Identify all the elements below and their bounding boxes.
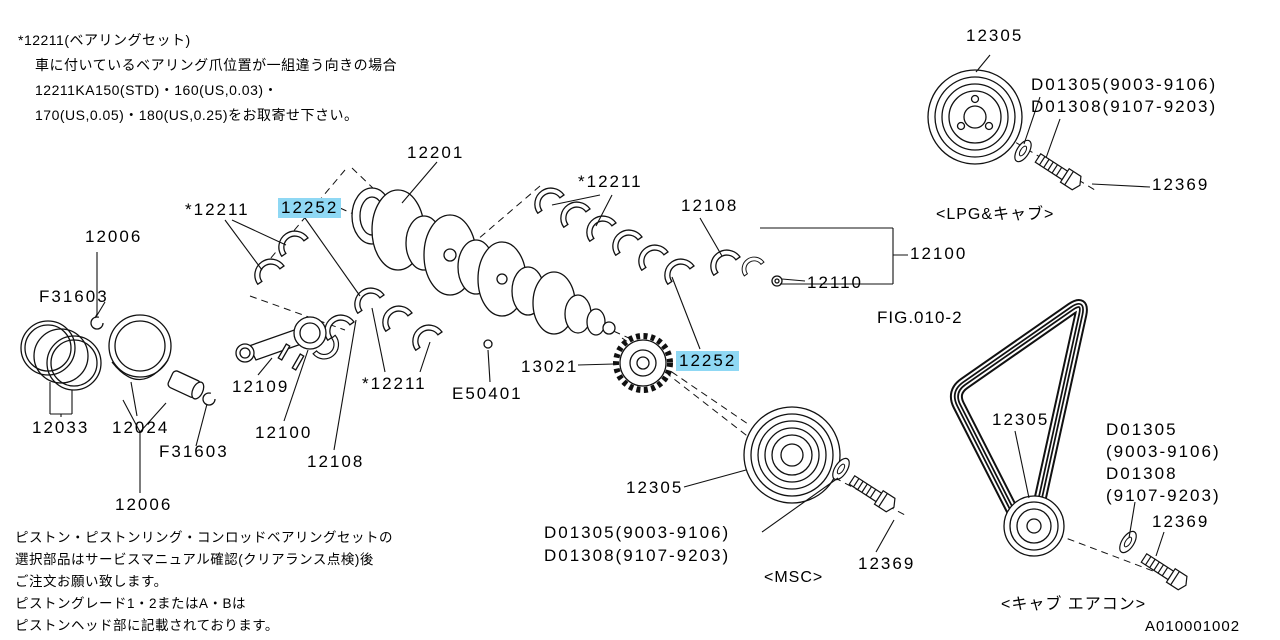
part-label-12100-lower[interactable]: 12100 <box>255 423 313 442</box>
belt-drawing <box>949 299 1191 593</box>
part-label-12006-top[interactable]: 12006 <box>85 227 143 246</box>
note-line: 12211KA150(STD)・160(US,0.03)・ <box>35 82 279 98</box>
part-label-f31603-upper[interactable]: F31603 <box>39 287 109 306</box>
note-line: ピストン・ピストンリング・コンロッドベアリングセットの <box>15 530 393 545</box>
part-label-d01305-right-col-range[interactable]: (9003-9106) <box>1106 442 1221 461</box>
caption-cab-aircon: <キャブ エアコン> <box>1001 596 1147 613</box>
part-label-12024[interactable]: 12024 <box>112 418 170 437</box>
part-label-12211-upper-right[interactable]: *12211 <box>578 172 643 191</box>
part-label-d01308-top-right[interactable]: D01308(9107-9203) <box>1031 97 1218 116</box>
piston-rings-drawing <box>20 320 102 391</box>
note-piston-set: ピストン・ピストンリング・コンロッドベアリングセットの 選択部品はサービスマニュ… <box>15 527 393 637</box>
connecting-rod-drawing <box>235 316 345 371</box>
part-label-12211-bottom[interactable]: *12211 <box>362 374 427 393</box>
plug-drawing <box>483 339 493 349</box>
figure-reference-link[interactable]: FIG.010-2 <box>877 308 963 327</box>
note-line: ピストングレード1・2またはA・Bは <box>15 596 247 611</box>
part-label-12006-bottom[interactable]: 12006 <box>115 495 173 514</box>
bearing-cap-drawing <box>736 251 783 287</box>
pulley-top-right-drawing <box>927 69 1085 193</box>
note-line: ご注文お願い致します。 <box>15 574 168 589</box>
part-label-12252-highlight-top[interactable]: 12252 <box>278 198 342 218</box>
crankshaft-drawing <box>351 187 616 336</box>
part-label-d01308-right-col[interactable]: D01308 <box>1106 464 1178 483</box>
leader-lines <box>49 54 1165 557</box>
part-label-12201[interactable]: 12201 <box>407 143 465 162</box>
note-line: *12211(ベアリングセット) <box>18 32 191 48</box>
part-label-d01305-top-right[interactable]: D01305(9003-9106) <box>1031 75 1218 94</box>
part-label-12108-upper[interactable]: 12108 <box>681 196 739 215</box>
part-label-12252-highlight-mid[interactable]: 12252 <box>676 351 740 371</box>
piston-drawing <box>90 314 216 406</box>
note-bearing-set: *12211(ベアリングセット) 車に付いているベアリング爪位置が一組違う向きの… <box>18 28 397 128</box>
part-label-e50401[interactable]: E50401 <box>452 384 523 403</box>
note-line: ピストンヘッド部に記載されております。 <box>15 618 279 633</box>
part-label-d01308-bottom[interactable]: D01308(9107-9203) <box>544 546 731 565</box>
part-label-12100-right[interactable]: 12100 <box>910 244 968 263</box>
part-label-12108-lower[interactable]: 12108 <box>307 452 365 471</box>
caption-msc: <MSC> <box>764 569 824 586</box>
part-label-12211-left[interactable]: *12211 <box>185 200 250 219</box>
part-label-12369-bottom-center[interactable]: 12369 <box>858 554 916 573</box>
part-label-d01305-bottom[interactable]: D01305(9003-9106) <box>544 523 731 542</box>
part-label-12305-belt[interactable]: 12305 <box>992 410 1050 429</box>
part-label-12369-top-right[interactable]: 12369 <box>1152 175 1210 194</box>
note-line: 選択部品はサービスマニュアル確認(クリアランス点検)後 <box>15 552 374 567</box>
part-label-13021[interactable]: 13021 <box>521 357 579 376</box>
part-label-d01305-right-col[interactable]: D01305 <box>1106 420 1178 439</box>
caption-lpg-cab: <LPG&キャブ> <box>936 206 1055 223</box>
part-label-12109[interactable]: 12109 <box>232 377 290 396</box>
part-label-12110[interactable]: 12110 <box>807 273 864 292</box>
sprocket-drawing <box>613 333 673 393</box>
part-label-12033[interactable]: 12033 <box>32 418 90 437</box>
part-label-12369-bottom-right[interactable]: 12369 <box>1152 512 1210 531</box>
note-line: 車に付いているベアリング爪位置が一組違う向きの場合 <box>35 57 398 73</box>
document-number: A010001002 <box>1145 618 1241 635</box>
pulley-bottom-center-drawing <box>743 406 899 515</box>
part-label-12305-bottom-center[interactable]: 12305 <box>626 478 684 497</box>
part-label-d01308-right-col-range[interactable]: (9107-9203) <box>1106 486 1221 505</box>
part-label-12305-top-right[interactable]: 12305 <box>966 26 1024 45</box>
part-label-f31603-lower[interactable]: F31603 <box>159 442 229 461</box>
note-line: 170(US,0.05)・180(US,0.25)をお取寄せ下さい。 <box>35 107 359 123</box>
